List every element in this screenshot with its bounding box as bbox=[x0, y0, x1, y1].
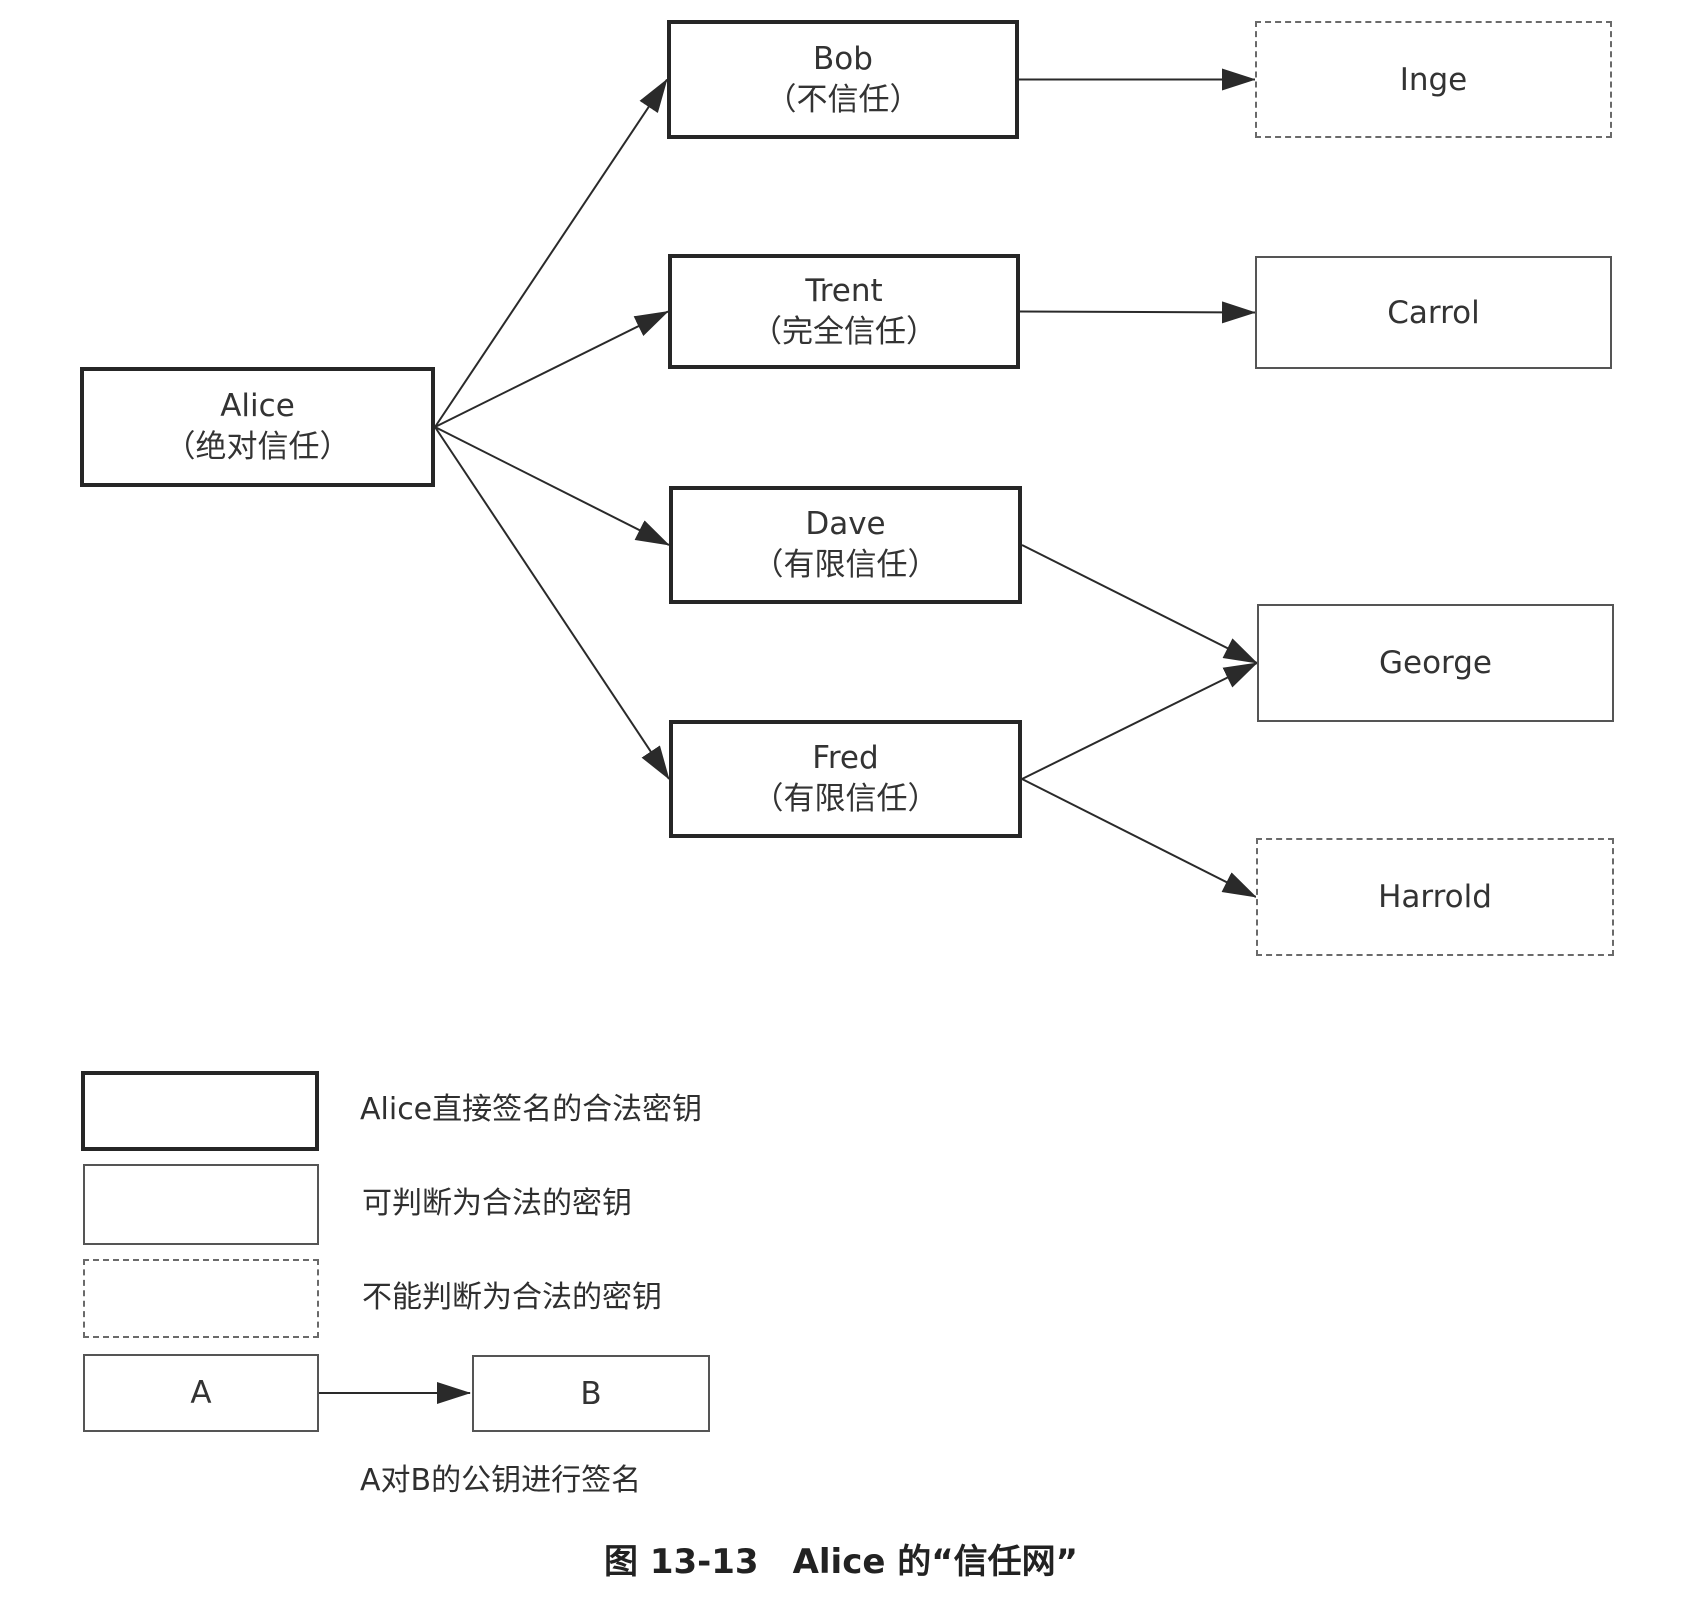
node-trent-name: Trent bbox=[805, 272, 883, 309]
node-dave: Dave （有限信任） bbox=[669, 486, 1022, 604]
legend-valid-swatch bbox=[83, 1164, 319, 1245]
node-trent-trust: （完全信任） bbox=[751, 313, 937, 350]
node-george-name: George bbox=[1378, 645, 1492, 681]
node-harrold-name: Harrold bbox=[1378, 879, 1492, 915]
node-harrold: Harrold bbox=[1256, 838, 1614, 956]
node-alice-trust: （绝对信任） bbox=[164, 429, 351, 465]
edge-fred-to-harrold bbox=[1021, 778, 1257, 898]
node-carrol: Carrol bbox=[1255, 256, 1612, 369]
node-fred: Fred （有限信任） bbox=[669, 720, 1022, 838]
edge-alice-to-trent bbox=[434, 310, 669, 428]
node-fred-name: Fred bbox=[812, 740, 879, 776]
legend-direct-swatch bbox=[81, 1071, 319, 1151]
legend-sample-a: A bbox=[83, 1354, 319, 1432]
legend-sign-label: A对B的公钥进行签名 bbox=[360, 1463, 642, 1498]
node-dave-name: Dave bbox=[805, 506, 886, 542]
figure-caption: 图 13-13 Alice 的“信任网” bbox=[604, 1542, 1078, 1582]
legend-valid-label: 可判断为合法的密钥 bbox=[362, 1186, 632, 1221]
legend-unknown-swatch bbox=[83, 1259, 319, 1338]
edge-alice-to-fred bbox=[434, 426, 670, 780]
node-trent: Trent （完全信任） bbox=[668, 254, 1020, 369]
node-bob-trust: （不信任） bbox=[765, 81, 921, 118]
legend-unknown-label: 不能判断为合法的密钥 bbox=[362, 1280, 662, 1315]
node-inge: Inge bbox=[1255, 21, 1612, 138]
node-george: George bbox=[1257, 604, 1614, 722]
edge-trent-to-carrol bbox=[1019, 301, 1256, 324]
node-alice: Alice （绝对信任） bbox=[80, 367, 435, 487]
edges-layer bbox=[434, 68, 1258, 898]
edge-dave-to-george bbox=[1021, 544, 1258, 664]
node-alice-name: Alice bbox=[220, 388, 295, 424]
node-inge-name: Inge bbox=[1399, 61, 1468, 98]
edge-fred-to-george bbox=[1021, 662, 1258, 780]
node-fred-trust: （有限信任） bbox=[752, 781, 939, 817]
node-bob-name: Bob bbox=[813, 40, 873, 77]
edge-alice-to-bob bbox=[434, 78, 668, 428]
node-carrol-name: Carrol bbox=[1387, 294, 1480, 331]
edge-alice-to-dave bbox=[434, 426, 670, 546]
legend-sample-b: B bbox=[472, 1355, 710, 1432]
legend-direct-label: Alice直接签名的合法密钥 bbox=[360, 1092, 703, 1127]
node-bob: Bob （不信任） bbox=[667, 20, 1019, 139]
node-dave-trust: （有限信任） bbox=[752, 547, 939, 583]
